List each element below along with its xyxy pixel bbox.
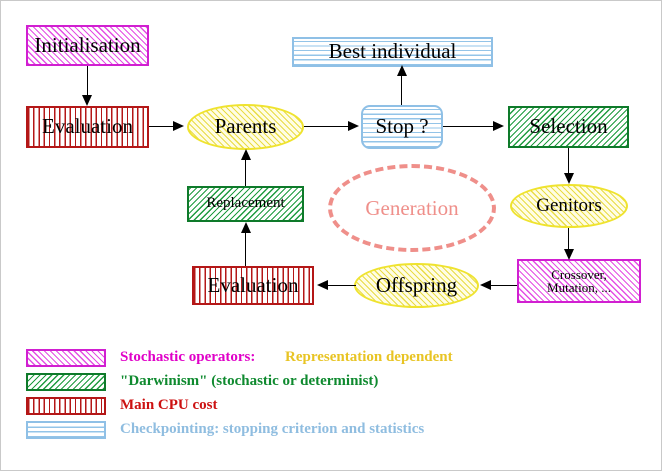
node-replacement-label: Replacement: [206, 195, 285, 212]
legend-label-representation-dependent: Representation dependent: [285, 349, 453, 365]
node-best-individual[interactable]: Best individual: [292, 37, 493, 67]
legend-swatch-stochastic-operators: [26, 349, 106, 367]
node-evaluation-bottom-label: Evaluation: [207, 272, 299, 297]
edge-stop-to-best-individual-arrow: [397, 65, 407, 76]
node-evaluation-bottom[interactable]: Evaluation: [192, 266, 314, 305]
node-crossover-mutation[interactable]: Crossover, Mutation, ...: [517, 259, 641, 303]
node-selection-label: Selection: [529, 114, 608, 139]
legend-label-checkpointing: Checkpointing: stopping criterion and st…: [120, 421, 425, 437]
edge-parents-to-stop: [304, 126, 352, 128]
legend-label-darwinism: "Darwinism" (stochastic or determinist): [120, 373, 379, 389]
node-offspring[interactable]: Offspring: [354, 263, 479, 308]
edge-genitors-to-crossover: [568, 228, 570, 254]
node-stop-label: Stop ?: [375, 114, 429, 139]
node-replacement[interactable]: Replacement: [187, 186, 304, 222]
node-genitors-label: Genitors: [536, 195, 602, 217]
edge-stop-to-selection: [443, 126, 497, 128]
edge-parents-to-stop-arrow: [348, 121, 359, 131]
node-evaluation-top[interactable]: Evaluation: [26, 106, 149, 148]
legend-label-main-cpu-cost: Main CPU cost: [120, 397, 218, 413]
edge-genitors-to-crossover-arrow: [564, 249, 574, 260]
legend-swatch-main-cpu-cost: [26, 397, 106, 415]
edge-crossover-to-offspring-arrow: [480, 280, 491, 290]
node-evaluation-top-label: Evaluation: [42, 114, 133, 139]
edge-evaluation-to-parents: [149, 126, 177, 128]
node-initialisation-label: Initialisation: [34, 32, 141, 57]
edge-replacement-to-parents: [245, 158, 247, 186]
node-best-individual-label: Best individual: [328, 39, 457, 64]
edge-evaluation-to-replacement-arrow: [241, 222, 251, 233]
edge-replacement-to-parents-arrow: [241, 149, 251, 160]
node-crossover-mutation-label: Crossover, Mutation, ...: [547, 266, 611, 295]
node-offspring-label: Offspring: [375, 272, 458, 297]
edge-initialisation-to-evaluation-arrow: [82, 95, 92, 106]
node-selection[interactable]: Selection: [508, 106, 629, 148]
legend-label-stochastic-operators: Stochastic operators:: [120, 349, 256, 365]
node-genitors[interactable]: Genitors: [510, 184, 628, 228]
edge-offspring-to-evaluation: [327, 285, 356, 287]
legend-swatch-checkpointing: [26, 421, 106, 439]
node-parents[interactable]: Parents: [187, 104, 304, 150]
node-generation: Generation: [328, 164, 496, 252]
edge-stop-to-best-individual: [401, 73, 403, 105]
edge-offspring-to-evaluation-arrow: [317, 280, 328, 290]
node-stop[interactable]: Stop ?: [361, 105, 443, 149]
edge-crossover-to-offspring: [488, 285, 517, 287]
edge-stop-to-selection-arrow: [493, 121, 504, 131]
node-generation-label: Generation: [365, 195, 459, 220]
edge-evaluation-to-parents-arrow: [173, 121, 184, 131]
edge-selection-to-genitors-arrow: [564, 173, 574, 184]
edge-evaluation-to-replacement: [245, 230, 247, 266]
legend-swatch-darwinism: [26, 373, 106, 391]
edge-initialisation-to-evaluation: [87, 66, 89, 99]
edge-selection-to-genitors: [568, 148, 570, 178]
node-parents-label: Parents: [214, 114, 277, 139]
node-initialisation[interactable]: Initialisation: [26, 25, 149, 66]
